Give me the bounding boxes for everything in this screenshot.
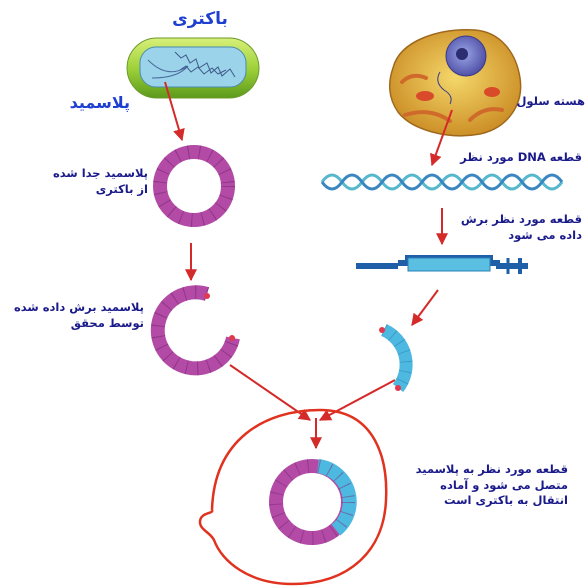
isolated-plasmid-line-2: از باکتری (40, 182, 148, 198)
recombinant-line-2: متصل می شود و آماده (398, 478, 568, 494)
bacteria-label: باکتری (150, 8, 250, 31)
recombinant-plasmid-icon (276, 466, 350, 538)
annotation-loop (200, 410, 386, 584)
isolated-plasmid-label: پلاسمید جدا شده از باکتری (40, 166, 148, 197)
arrow-fragment-to-insert (412, 290, 438, 325)
recombinant-line-3: انتقال به باکتری است (398, 493, 568, 509)
cell-nucleus-label: هسته سلول (505, 94, 585, 110)
dna-fragment-icon (356, 258, 528, 274)
cut-segment-line-1: قطعه مورد نظر برش (452, 212, 582, 228)
recombinant-label: قطعه مورد نظر به پلاسمید متصل می شود و آ… (398, 462, 568, 509)
arrow-insert-to-recombinant (320, 380, 395, 420)
animal-cell-icon (390, 30, 521, 136)
dna-segment-label: قطعه DNA مورد نظر (440, 150, 582, 166)
plasmid-label: پلاسمید (40, 92, 130, 114)
cut-plasmid-icon (158, 292, 235, 368)
isolated-plasmid-line-1: پلاسمید جدا شده (40, 166, 148, 182)
recombinant-line-1: قطعه مورد نظر به پلاسمید (398, 462, 568, 478)
cut-plasmid-label: پلاسمید برش داده شده توسط محقق (2, 300, 144, 331)
cut-plasmid-line-2: توسط محقق (2, 316, 144, 332)
bacterium-icon (127, 38, 259, 98)
cut-segment-label: قطعه مورد نظر برش داده می شود (452, 212, 582, 243)
cut-segment-line-2: داده می شود (452, 228, 582, 244)
plasmid-ring-icon (160, 152, 228, 220)
cut-plasmid-line-1: پلاسمید برش داده شده (2, 300, 144, 316)
dna-helix-icon (322, 175, 562, 189)
